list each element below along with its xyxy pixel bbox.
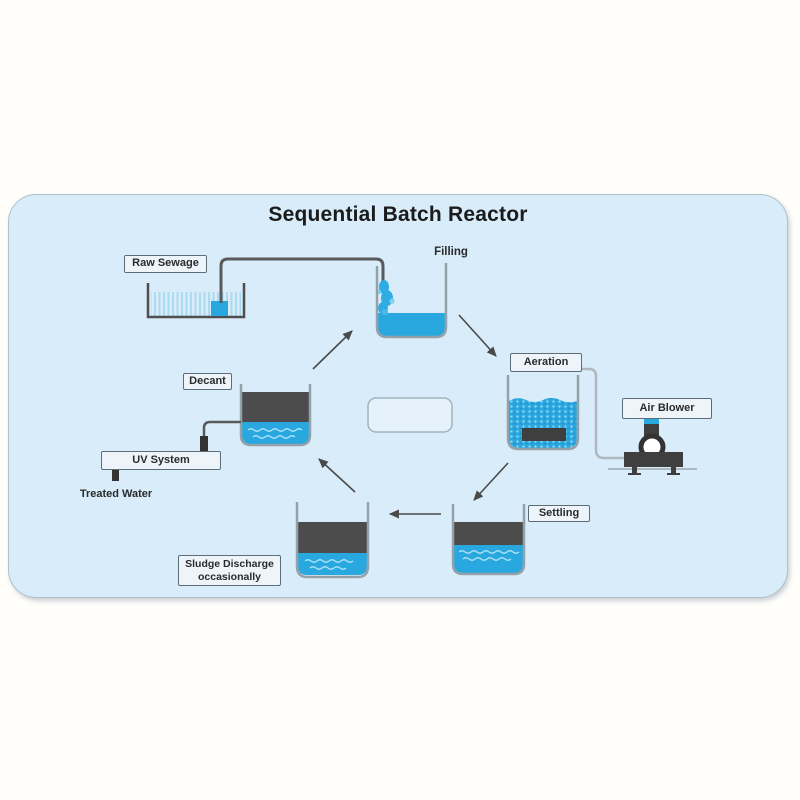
filling-water [377,313,446,336]
diagram-title: Sequential Batch Reactor [268,203,528,226]
settling-tank [451,504,526,576]
cycle-arrows [312,314,509,519]
aeration-label-text: Aeration [523,355,569,368]
sludge-tank-walls [295,502,370,579]
blower-foot-left [632,467,637,474]
decant-sludge-layer [242,392,309,422]
blower-inlet [644,418,659,426]
aeration-label: Aeration [510,353,582,372]
sludge-layer [298,522,367,553]
air-blower-label: Air Blower [622,398,712,419]
settling-water [454,545,523,573]
uv-system-label-text: UV System [132,453,190,466]
uv-outlet-stub [112,470,119,481]
filling-tank-walls [375,263,448,339]
arrow-filling-to-aeration [458,314,497,357]
decant-label: Decant [183,373,232,390]
decant-tank-walls [239,384,312,447]
raw-sewage-label: Raw Sewage [124,255,207,273]
submersible-pump [211,301,228,316]
settling-sludge-layer [454,522,523,545]
arrow-decant-to-filling [312,330,353,370]
air-diffuser [522,428,566,441]
raw-sewage-pipe [219,257,385,303]
aeration-tank-walls [506,375,580,451]
decant-pipe [202,420,241,446]
sludge-discharge-label-line1: Sludge Discharge [185,557,274,570]
settling-tank-walls [451,504,526,576]
decant-wave2 [252,435,296,439]
settling-label-text: Settling [538,506,580,519]
filling-splash [376,280,395,315]
sludge-discharge-label-line2: occasionally [197,570,262,583]
raw-sewage-tank-walls [146,283,246,319]
filling-label: Filling [434,246,468,258]
arrow-aeration-to-settling [473,462,509,501]
uv-system-label: UV System [101,451,221,470]
sludge-discharge-label: Sludge Discharge occasionally [178,555,281,586]
filling-tank [375,263,448,339]
blower-foot-right [671,467,676,474]
sludge-tank-water [298,553,367,575]
decant-label-text: Decant [189,374,226,387]
decant-water [242,422,309,444]
treated-water-label: Treated Water [79,488,153,500]
uv-inlet-connector [200,436,208,451]
air-blower-label-text: Air Blower [639,401,695,414]
decant-uv-plumbing [112,420,241,481]
raw-sewage-tank [146,283,246,319]
arrow-sludge-to-decant [318,458,356,493]
decant-wave1 [247,428,303,432]
settling-wave2 [462,557,512,561]
settling-wave1 [458,550,520,554]
air-blower-device [575,367,697,475]
decant-tank [239,384,312,447]
sludge-discharge-tank [295,502,370,579]
air-pipe [575,367,624,460]
settling-label: Settling [528,505,590,522]
raw-sewage-label-text: Raw Sewage [132,257,199,270]
sludge-wave2 [309,566,347,570]
sludge-wave1 [304,559,354,563]
aeration-tank [506,375,580,451]
center-blank-box [367,397,453,433]
blower-base [624,452,683,467]
